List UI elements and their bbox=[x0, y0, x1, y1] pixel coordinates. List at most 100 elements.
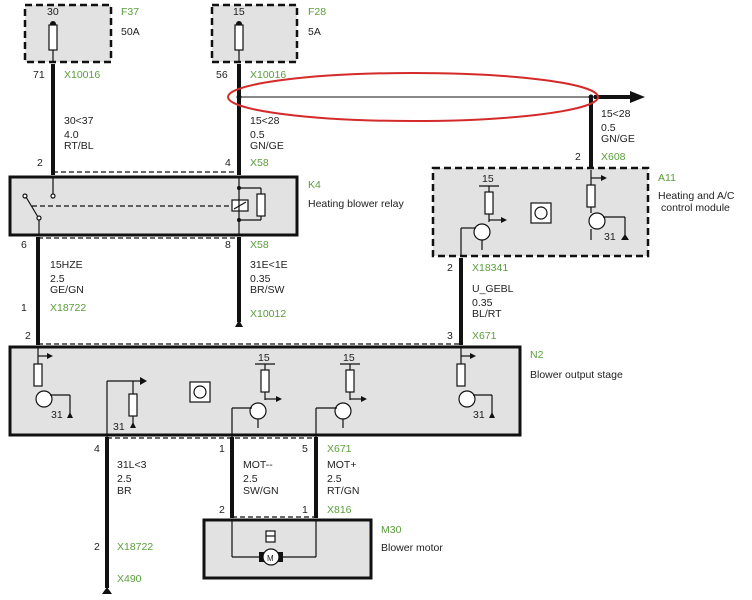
component-name: Heating and A/C bbox=[658, 190, 735, 202]
connector-id: X608 bbox=[601, 151, 626, 163]
pin-number: 8 bbox=[225, 239, 231, 251]
module-a11[interactable]: 15 31 bbox=[431, 166, 650, 258]
pin-number: 2 bbox=[447, 262, 453, 274]
pin-number: 71 bbox=[33, 69, 45, 81]
pin-number: 2 bbox=[25, 330, 31, 342]
supply-label: 15 bbox=[482, 173, 494, 185]
transistor-icon bbox=[473, 223, 491, 241]
component-name: Heating blower relay bbox=[308, 198, 404, 210]
wire-signal: MOT-- bbox=[243, 459, 273, 471]
connector-id: X58 bbox=[250, 157, 269, 169]
fuse-f37[interactable]: 30 bbox=[23, 3, 113, 64]
connector-id: X10012 bbox=[250, 308, 286, 320]
module-symbol-icon bbox=[530, 202, 552, 224]
fuse-icon bbox=[234, 24, 244, 51]
transistor-icon bbox=[334, 402, 352, 420]
pin-number: 2 bbox=[37, 157, 43, 169]
module-symbol-icon bbox=[189, 381, 211, 403]
connector-id: X10016 bbox=[64, 69, 100, 81]
motor-icon bbox=[262, 548, 280, 566]
transistor-icon bbox=[458, 390, 476, 408]
component-name: Blower motor bbox=[381, 542, 443, 554]
wire-signal: 15<28 bbox=[601, 108, 631, 120]
component-name: Blower output stage bbox=[530, 369, 623, 381]
wire-color: GN/GE bbox=[601, 133, 635, 145]
wire-signal: MOT+ bbox=[327, 459, 356, 471]
fuse-terminal: 15 bbox=[233, 6, 245, 18]
pin-number: 1 bbox=[219, 443, 225, 455]
pin-number: 2 bbox=[219, 504, 225, 516]
transistor-icon bbox=[249, 402, 267, 420]
fuse-icon bbox=[48, 24, 58, 51]
pin-number: 2 bbox=[94, 541, 100, 553]
pin-number: 3 bbox=[447, 330, 453, 342]
ground-label: 31 bbox=[604, 231, 616, 243]
highlight-ellipse bbox=[227, 72, 599, 122]
wire-color: GE/GN bbox=[50, 284, 84, 296]
connector-id: X58 bbox=[250, 239, 269, 251]
wire-size: 0.35 bbox=[472, 297, 493, 309]
component-id: A11 bbox=[658, 172, 676, 184]
resistor-icon bbox=[256, 193, 266, 217]
wire-size: 4.0 bbox=[64, 129, 79, 141]
wire-signal: U_GEBL bbox=[472, 283, 514, 295]
supply-label: 15 bbox=[343, 352, 355, 364]
pin-number: 4 bbox=[94, 443, 100, 455]
fuse-id: F28 bbox=[308, 6, 326, 18]
fuse-rating: 50A bbox=[121, 26, 140, 38]
pin-number: 2 bbox=[575, 151, 581, 163]
wire-color: BR/SW bbox=[250, 284, 285, 296]
wire-color: GN/GE bbox=[250, 140, 284, 152]
wire-signal: 30<37 bbox=[64, 115, 94, 127]
svg-text:M: M bbox=[267, 554, 274, 563]
connector-id: X10016 bbox=[250, 69, 286, 81]
wire-signal: 31L<3 bbox=[117, 459, 147, 471]
connector-id: X490 bbox=[117, 573, 142, 585]
wire-size: 2.5 bbox=[327, 473, 342, 485]
blower-motor-m30[interactable]: M bbox=[202, 518, 373, 580]
pin-number: 5 bbox=[302, 443, 308, 455]
wire-color: RT/BL bbox=[64, 140, 94, 152]
wire-color: BL/RT bbox=[472, 308, 502, 320]
relay-switch-icon bbox=[25, 196, 39, 218]
component-id: M30 bbox=[381, 524, 402, 536]
connector-id: X671 bbox=[472, 330, 497, 342]
supply-label: 15 bbox=[258, 352, 270, 364]
connector-id: X671 bbox=[327, 443, 352, 455]
wire-size: 0.35 bbox=[250, 273, 271, 285]
connector-id: X18722 bbox=[50, 302, 86, 314]
pin-number: 6 bbox=[21, 239, 27, 251]
output-stage-n2[interactable]: 31 31 15 15 31 bbox=[8, 345, 522, 437]
connector-id: X18722 bbox=[117, 541, 153, 553]
wire-signal: 15HZE bbox=[50, 259, 83, 271]
relay-k4[interactable] bbox=[8, 175, 299, 237]
component-id: K4 bbox=[308, 179, 321, 191]
connector-id: X816 bbox=[327, 504, 352, 516]
ground-label: 31 bbox=[113, 421, 125, 433]
pin-number: 4 bbox=[225, 157, 231, 169]
wire-color: RT/GN bbox=[327, 485, 359, 497]
wire-size: 2.5 bbox=[50, 273, 65, 285]
fuse-id: F37 bbox=[121, 6, 139, 18]
wire-signal: 15<28 bbox=[250, 115, 280, 127]
fuse-f28[interactable]: 15 bbox=[210, 3, 299, 64]
wire-size: 2.5 bbox=[117, 473, 132, 485]
transistor-icon bbox=[588, 212, 606, 230]
component-name: control module bbox=[661, 202, 730, 214]
ground-label: 31 bbox=[51, 409, 63, 421]
pin-number: 56 bbox=[216, 69, 228, 81]
wire-color: BR bbox=[117, 485, 132, 497]
fuse-terminal: 30 bbox=[47, 6, 59, 18]
wire-size: 0.5 bbox=[250, 129, 265, 141]
ground-label: 31 bbox=[473, 409, 485, 421]
ground-icon bbox=[102, 587, 112, 594]
wire-signal: 31E<1E bbox=[250, 259, 288, 271]
connector-id: X18341 bbox=[472, 262, 508, 274]
arrow-icon bbox=[630, 91, 645, 103]
pin-number: 1 bbox=[302, 504, 308, 516]
ground-icon bbox=[235, 320, 243, 327]
fuse-rating: 5A bbox=[308, 26, 321, 38]
wire-color: SW/GN bbox=[243, 485, 279, 497]
component-id: N2 bbox=[530, 349, 544, 361]
